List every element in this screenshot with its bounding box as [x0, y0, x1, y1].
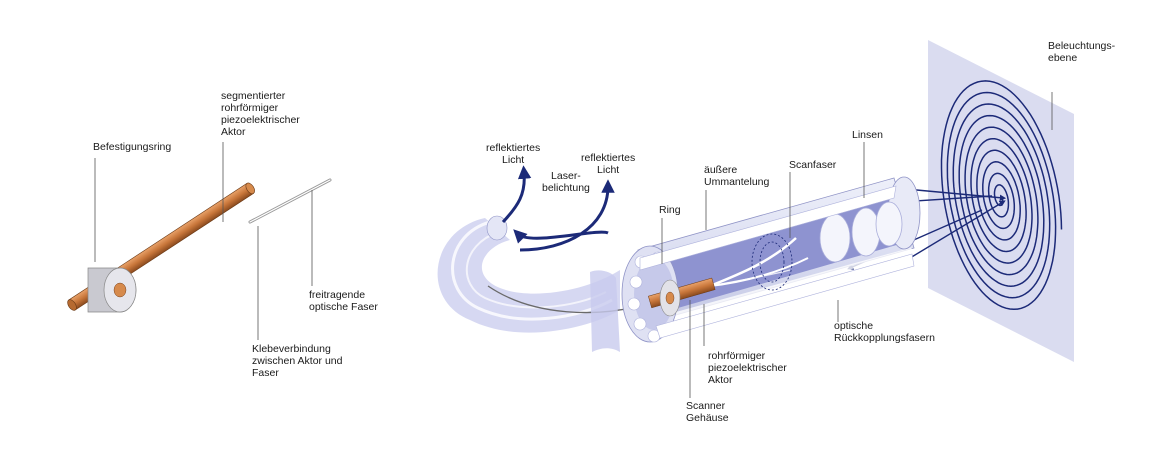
label-laserbelichtung: Laser- belichtung — [542, 170, 590, 194]
label-rohrfoermiger-aktor: rohrförmiger piezoelektrischer Aktor — [708, 350, 787, 386]
label-befestigungsring: Befestigungsring — [93, 141, 172, 153]
right-leader-lines — [661, 142, 865, 398]
lenses — [819, 201, 903, 263]
scan-spiral — [940, 80, 1063, 311]
label-scanfaser: Scanfaser — [789, 159, 837, 171]
scan-dashed-circles — [751, 233, 793, 291]
label-rueckkopplungsfasern: optische Rückkopplungsfasern — [834, 320, 935, 344]
feedback-fibers — [639, 185, 915, 339]
label-ring: Ring — [659, 204, 681, 216]
label-freitragende-faser: freitragende optische Faser — [309, 289, 378, 313]
left-leader-lines — [94, 142, 313, 340]
inner-ring-and-actuator — [648, 277, 716, 317]
left-scanner — [67, 142, 332, 340]
illumination-plane — [928, 40, 1074, 362]
label-scanner-gehaeuse: Scanner Gehäuse — [686, 400, 729, 424]
label-reflektiertes-licht-left: reflektiertes Licht — [486, 142, 541, 166]
label-klebeverbindung: Klebeverbindung zwischen Aktor und Faser — [252, 343, 343, 379]
curved-fiber-bundle — [437, 215, 641, 352]
mounting-ring — [87, 267, 137, 313]
label-linsen: Linsen — [852, 129, 883, 141]
scanner-housing — [621, 142, 921, 398]
label-reflektiertes-licht-right: reflektiertes Licht — [581, 152, 636, 176]
label-beleuchtungsebene: Beleuchtungs- ebene — [1048, 40, 1116, 64]
label-segmentierter-aktor: segmentierter rohrförmiger piezoelektris… — [221, 90, 300, 138]
label-aeussere-ummantelung: äußere Ummantelung — [704, 164, 770, 188]
light-arrows — [501, 165, 615, 252]
